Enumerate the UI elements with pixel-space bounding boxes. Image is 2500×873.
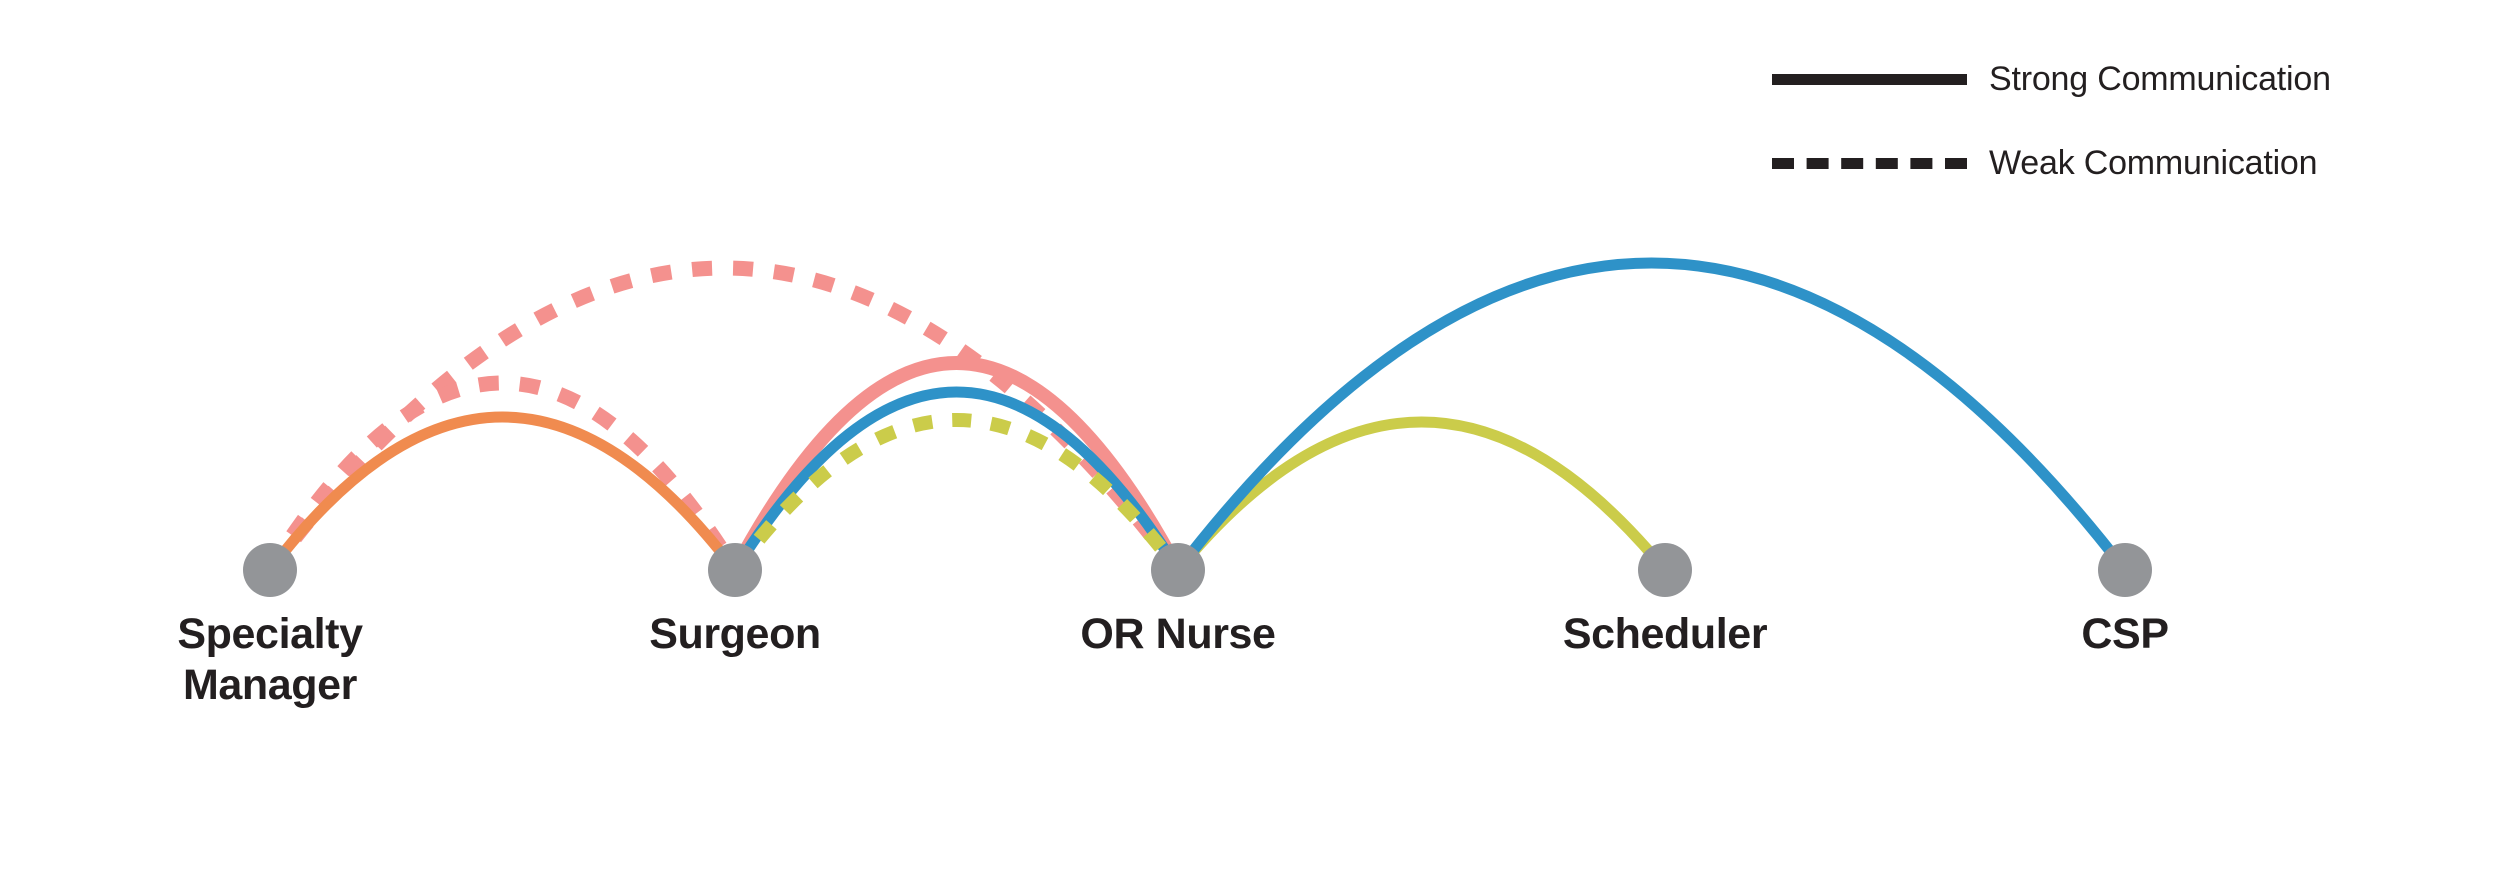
legend-label-weak: Weak Communication <box>1989 144 2318 182</box>
solid-line-icon <box>1772 74 1967 85</box>
legend-label-strong: Strong Communication <box>1989 60 2331 98</box>
edge-layer <box>263 257 2130 575</box>
dashed-line-icon <box>1772 158 1967 169</box>
node-layer <box>243 543 2152 597</box>
node-scheduler[interactable] <box>1638 543 1692 597</box>
edge-or_nurse-to-scheduler-strong <box>1173 416 1670 574</box>
edge-surgeon-to-or_nurse-strong <box>728 356 1185 574</box>
legend: Strong Communication Weak Communication <box>1772 52 2472 182</box>
node-or_nurse[interactable] <box>1151 543 1205 597</box>
edge-surgeon-to-or_nurse-weak <box>729 413 1184 575</box>
edge-specialty_manager-to-surgeon-strong <box>265 411 740 574</box>
legend-item-strong: Strong Communication <box>1772 60 2331 99</box>
edge-or_nurse-to-csp-strong <box>1173 257 2130 574</box>
node-csp[interactable] <box>2098 543 2152 597</box>
edge-surgeon-to-or_nurse-strong <box>730 386 1183 573</box>
node-surgeon[interactable] <box>708 543 762 597</box>
edge-specialty_manager-to-surgeon-weak <box>263 375 742 574</box>
node-specialty_manager[interactable] <box>243 543 297 597</box>
legend-item-weak: Weak Communication <box>1772 144 2318 183</box>
